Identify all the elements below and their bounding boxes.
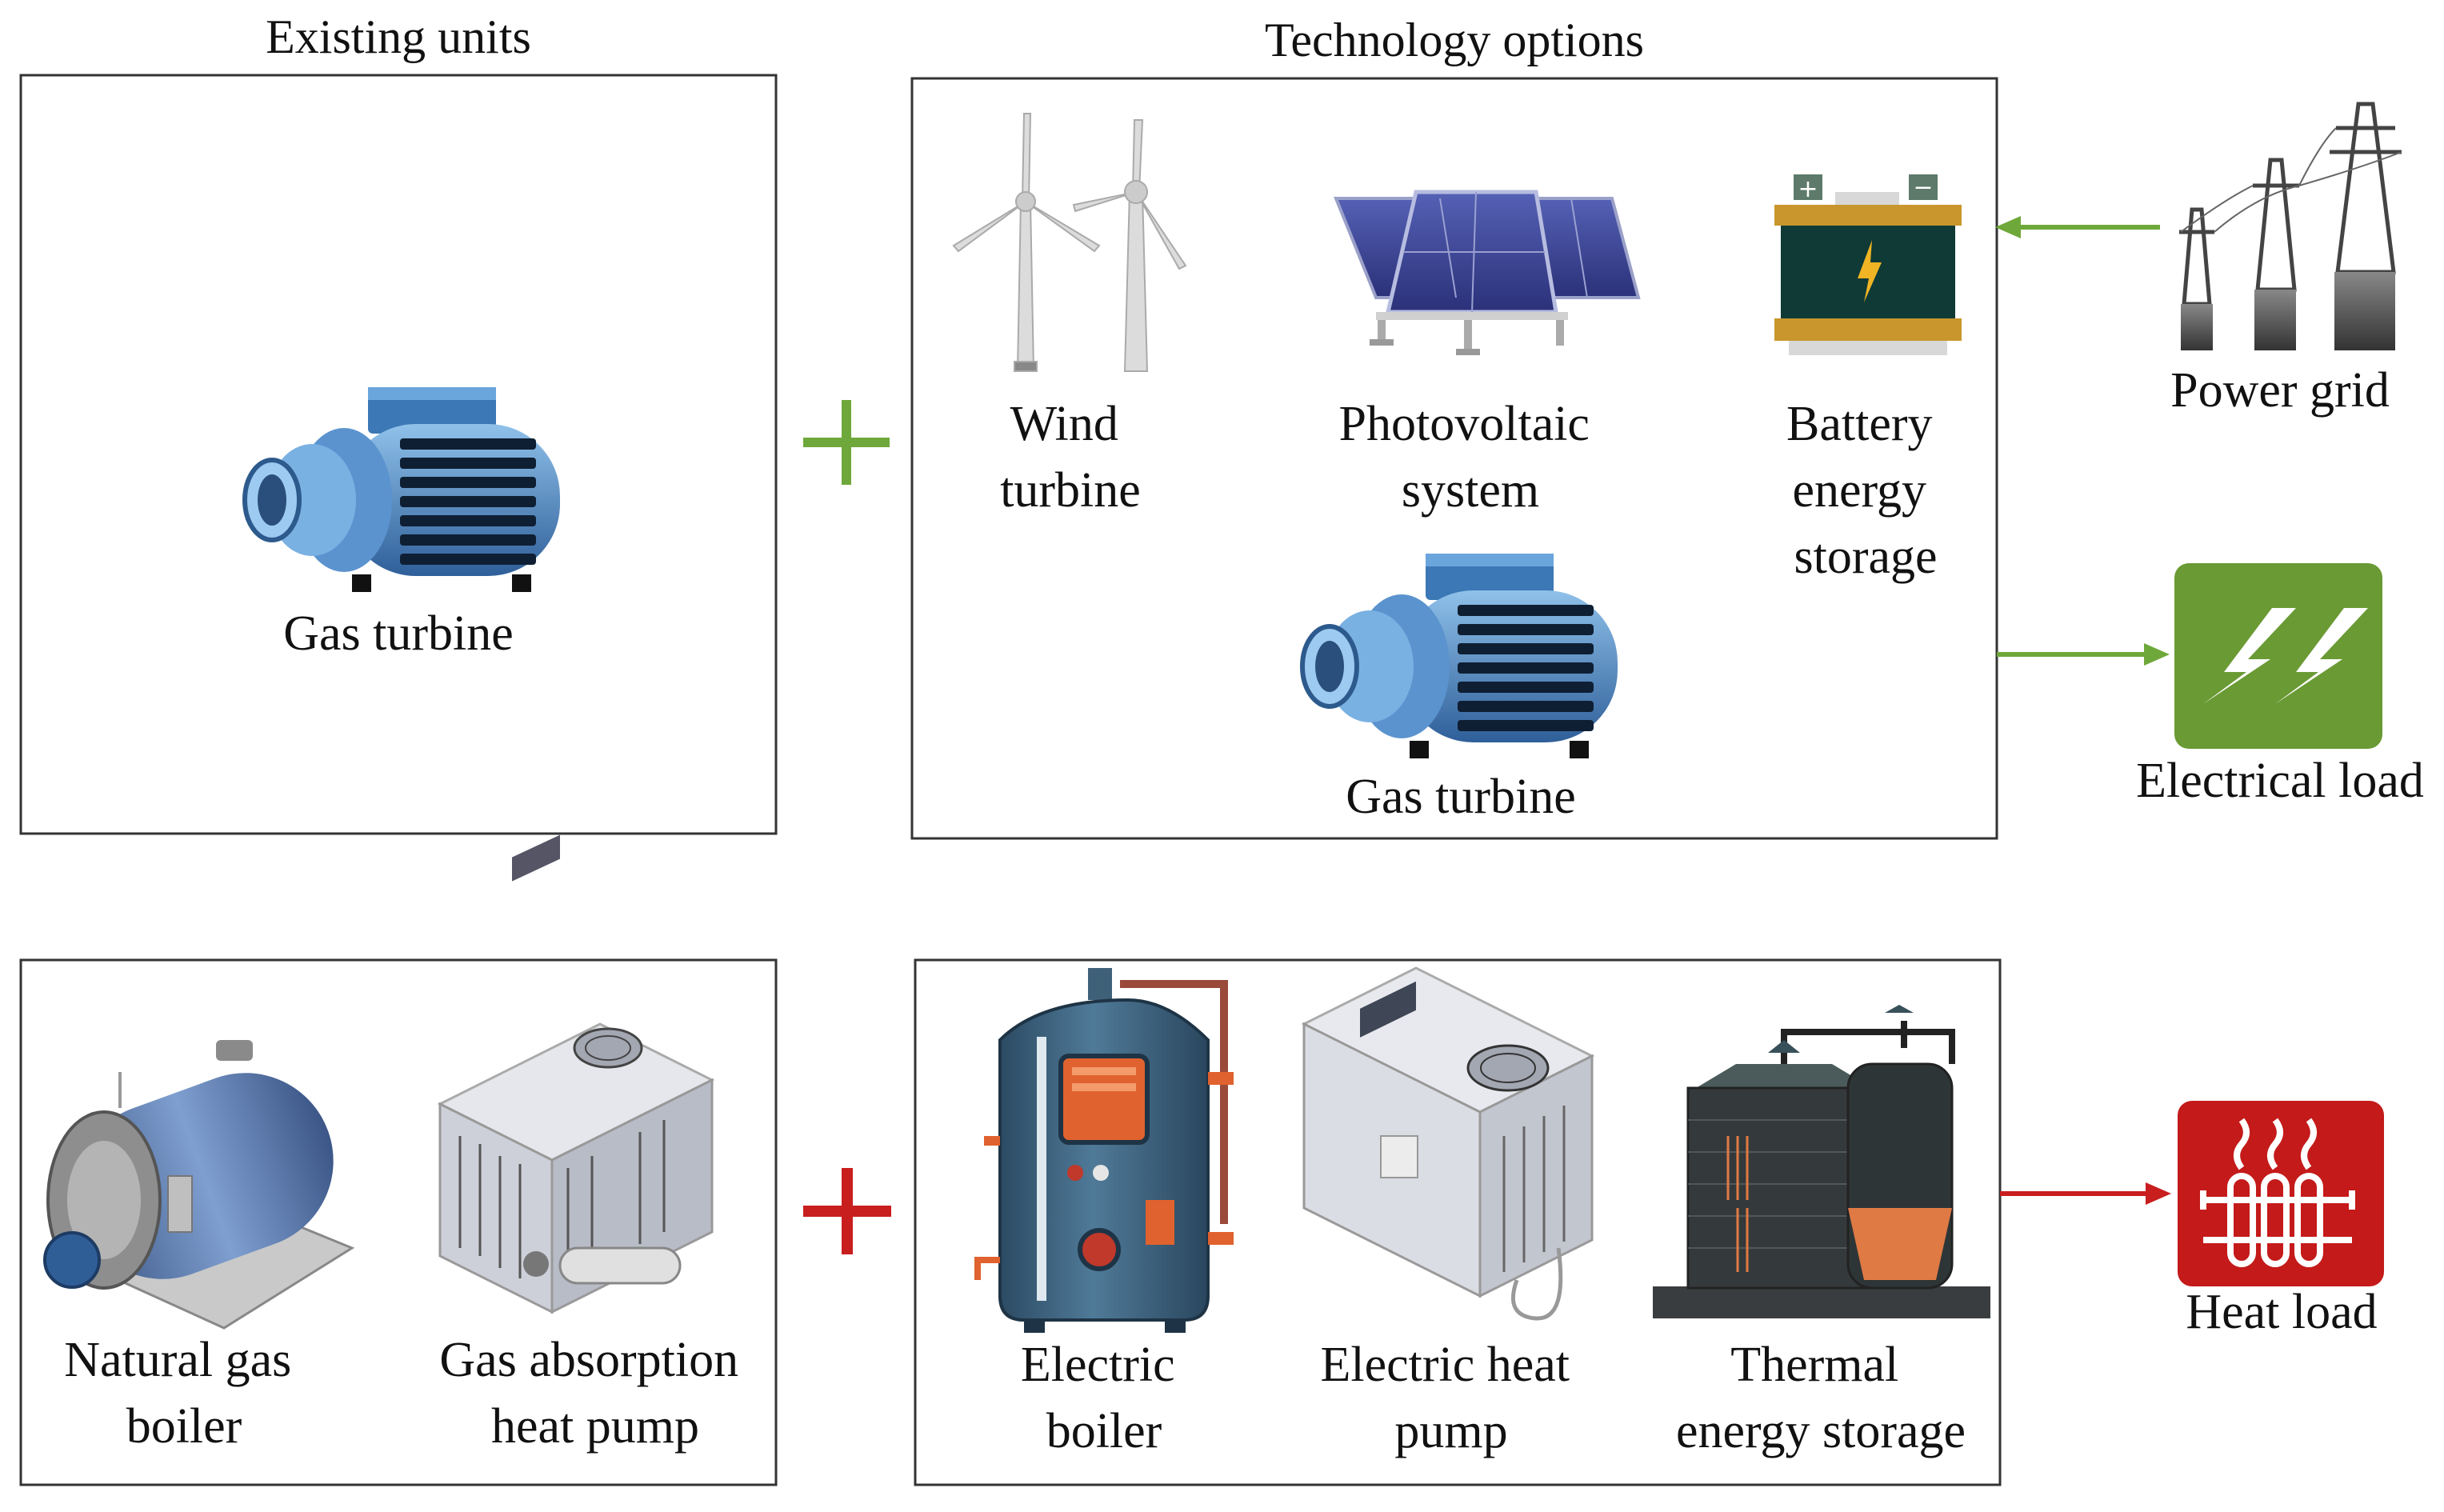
- photovoltaic-label: Photovoltaic system: [1339, 397, 1602, 518]
- wind-turbine-icon: [952, 113, 1187, 372]
- wind-turbine-label: Wind turbine: [1000, 397, 1141, 518]
- lightning-icon: [2174, 563, 2382, 749]
- thermal-energy-storage-label: Thermal energy storage: [1676, 1338, 1966, 1458]
- electric-heat-pump-label: Electric heat pump: [1320, 1338, 1582, 1458]
- heat-load-label: Heat load: [2186, 1285, 2377, 1339]
- technology-heat-box: [914, 958, 2002, 1486]
- header-technology-options: Technology options: [1265, 14, 1644, 66]
- grid-to-battery-arrowhead: [1995, 216, 2021, 238]
- svg-text:+: +: [1798, 175, 1818, 203]
- electric-boiler-icon: [974, 968, 1234, 1333]
- gas-turbine-icon: [1300, 554, 1618, 758]
- heat-plus-sign: [803, 1168, 891, 1254]
- radiator-icon: [2178, 1101, 2384, 1286]
- electric-boiler-label: Electric boiler: [1021, 1338, 1187, 1458]
- gas-absorption-heat-pump-label: Gas absorption heat pump: [439, 1333, 750, 1454]
- technology-electric-box: [910, 77, 1998, 840]
- existing-heat-box: [19, 958, 778, 1486]
- absorption-heat-pump-icon: [437, 834, 715, 1314]
- solar-panel-icon: [1334, 190, 1641, 355]
- existing-gas-turbine-label: Gas turbine: [283, 606, 514, 661]
- header-existing-units: Existing units: [266, 10, 531, 63]
- battery-label: Battery energy storage: [1786, 397, 1945, 584]
- gas-boiler-icon: [43, 1040, 355, 1330]
- electric-heat-pump-icon: [1301, 966, 1595, 1321]
- heat-to-load-arrowhead: [2146, 1182, 2171, 1205]
- gas-turbine-icon: [242, 387, 560, 592]
- battery-icon: + −: [1774, 174, 1962, 355]
- power-pylon-icon: [2179, 102, 2402, 350]
- electric-to-load-arrowhead: [2144, 643, 2170, 666]
- electric-plus-sign: [803, 400, 890, 485]
- natural-gas-boiler-label: Natural gas boiler: [64, 1333, 304, 1454]
- technology-gas-turbine-label: Gas turbine: [1346, 770, 1576, 824]
- electrical-load-label: Electrical load: [2136, 754, 2424, 808]
- svg-text:−: −: [1913, 174, 1933, 202]
- existing-electric-box: [19, 74, 778, 835]
- thermal-storage-tank-icon: [1653, 1005, 1990, 1318]
- power-grid-label: Power grid: [2170, 363, 2390, 418]
